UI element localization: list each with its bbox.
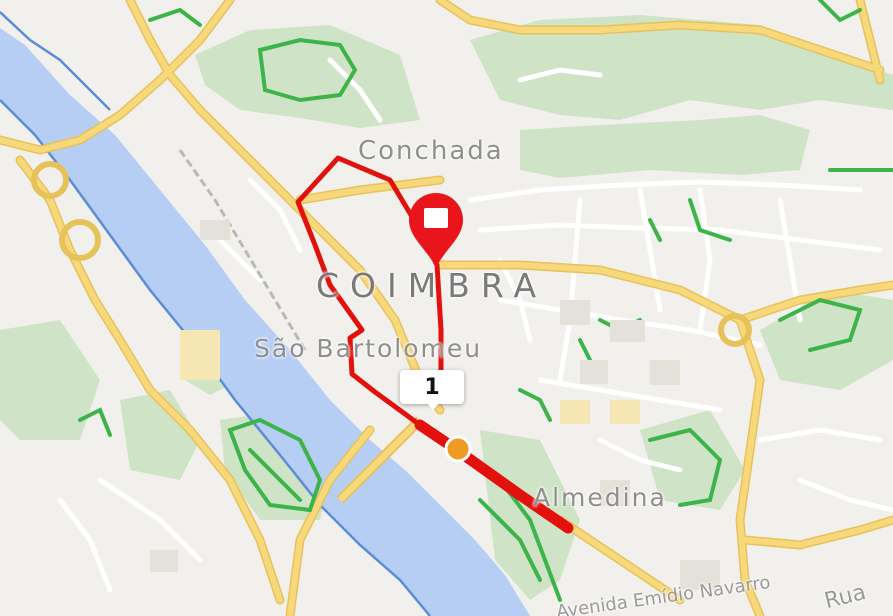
river-mondego (0, 28, 530, 616)
route-highlight (414, 419, 574, 534)
green-paths (78, 0, 893, 602)
end-flag-pin-icon[interactable] (403, 190, 469, 270)
stop-badge-tail (426, 402, 440, 410)
buildings (150, 220, 720, 590)
railway (178, 149, 307, 351)
label-sao-bartolomeu: São Bartolomeu (254, 334, 483, 363)
roundabouts (31, 161, 752, 347)
start-point-icon[interactable] (443, 434, 473, 464)
stop-badge[interactable]: 1 (400, 370, 464, 410)
label-city-coimbra: COIMBRA (316, 266, 548, 305)
label-conchada: Conchada (358, 136, 504, 166)
label-almedina: Almedina (533, 483, 667, 512)
stop-badge-number: 1 (400, 370, 464, 404)
